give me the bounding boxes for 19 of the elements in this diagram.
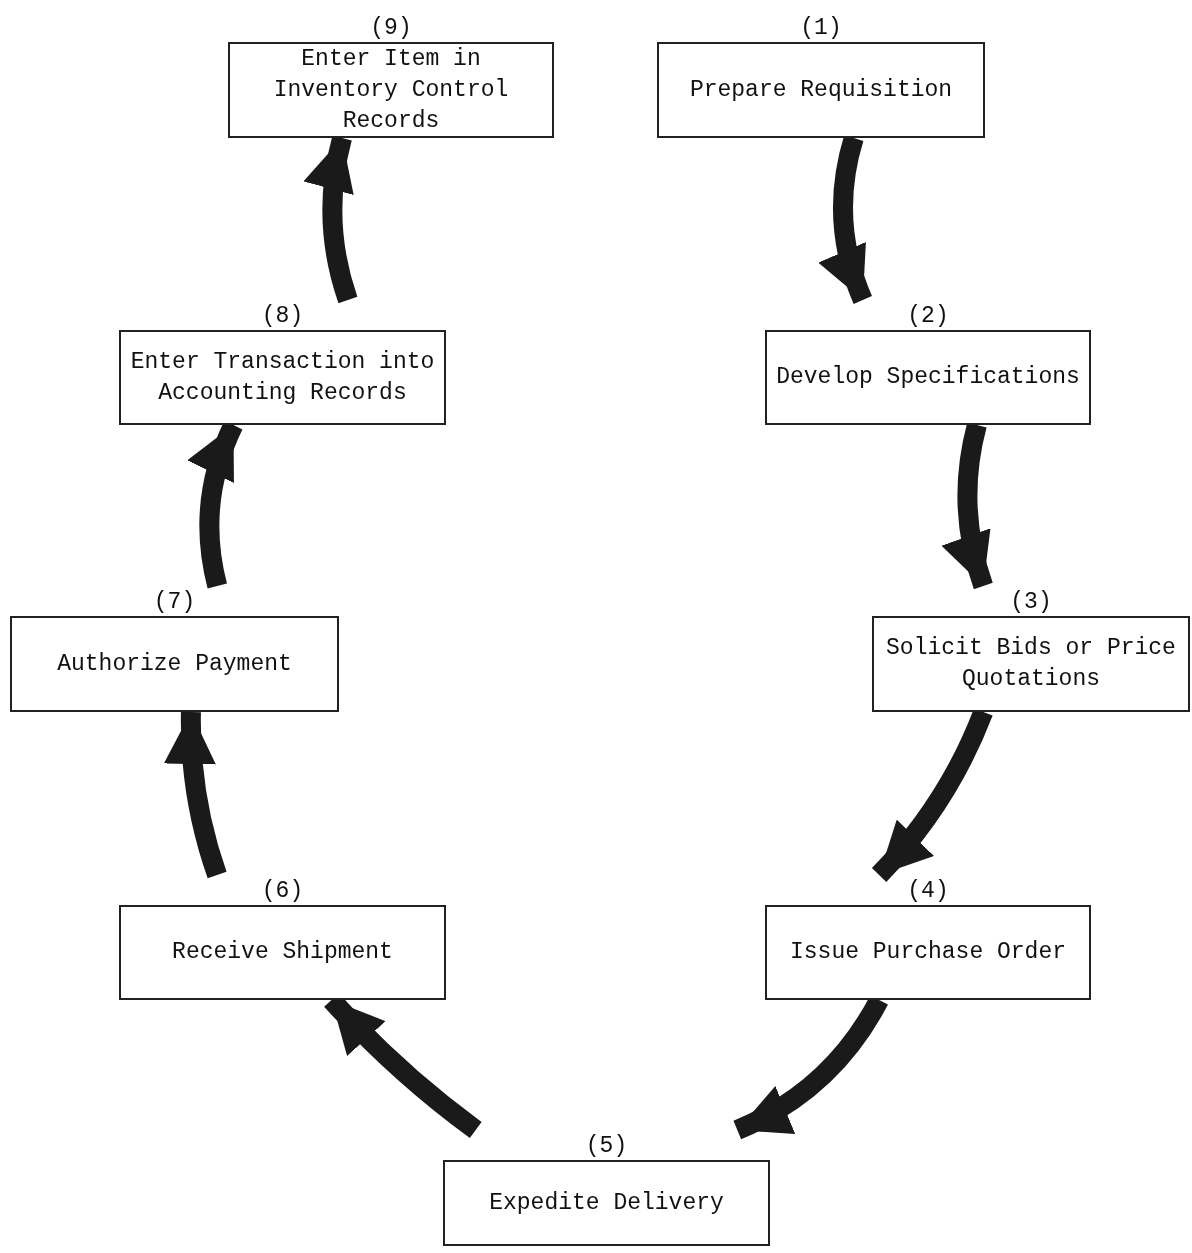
step-number: (1): [800, 14, 842, 42]
step-number: (5): [585, 1132, 628, 1160]
step-text: Prepare Requisition: [689, 75, 953, 105]
step-number: (8): [261, 302, 304, 330]
step-number: (7): [153, 588, 196, 616]
step-text: Solicit Bids or Price Quotations: [885, 634, 1177, 694]
step-text: Develop Specifications: [776, 363, 1080, 392]
step-number: (4): [907, 877, 949, 905]
step-text: Expedite Delivery: [489, 1188, 724, 1218]
step-number: (6): [261, 877, 304, 905]
step-text: Issue Purchase Order: [789, 938, 1066, 967]
step-text: Enter Transaction into Accounting Records: [129, 347, 436, 408]
step-number: (3): [1010, 588, 1052, 616]
step-number: (2): [907, 302, 949, 330]
step-text: Authorize Payment: [57, 649, 292, 679]
step-text: Receive Shipment: [172, 938, 393, 967]
step-text: Enter Item in Inventory Control Records: [272, 44, 510, 136]
step-number: (9): [370, 14, 412, 42]
curved-arrow: [164, 711, 227, 879]
